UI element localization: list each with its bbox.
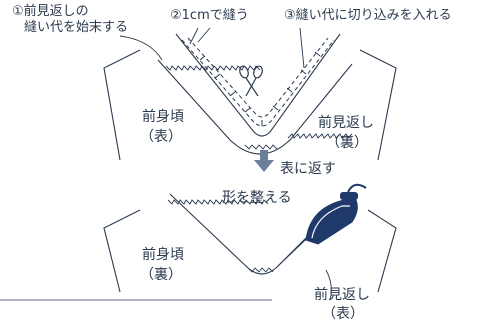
- bottom-zigzag: [167, 199, 274, 273]
- shape-text: 形を整える: [222, 190, 292, 206]
- turn-text: 表に返す: [280, 161, 336, 177]
- top-body-label-2: （表）: [140, 129, 182, 145]
- bottom-facing-label-2: （表）: [322, 306, 364, 322]
- step1-label-line1: ①前見返しの: [12, 4, 89, 19]
- iron-icon: [305, 183, 367, 245]
- top-facing-label-1: 前見返し: [318, 115, 374, 131]
- top-clip-notches: [199, 51, 321, 126]
- leader-lines: [119, 27, 305, 69]
- top-facing-label-2: （裏）: [326, 135, 368, 151]
- top-body-label-1: 前身頃: [142, 109, 184, 125]
- bottom-body-label-2: （裏）: [140, 267, 182, 283]
- step3-label: ③縫い代に切り込みを入れる: [284, 8, 452, 23]
- step1-label-line2: 縫い代を始末する: [24, 20, 129, 35]
- down-arrow-icon: [254, 150, 274, 172]
- scissors-icon: [239, 65, 263, 97]
- step2-label: ②1cmで縫う: [170, 8, 249, 23]
- top-facing-zigzag: [165, 65, 353, 150]
- bottom-body-label-1: 前身頃: [142, 247, 184, 263]
- top-stitch-line: [181, 37, 335, 127]
- bottom-facing-label-1: 前見返し: [314, 287, 370, 303]
